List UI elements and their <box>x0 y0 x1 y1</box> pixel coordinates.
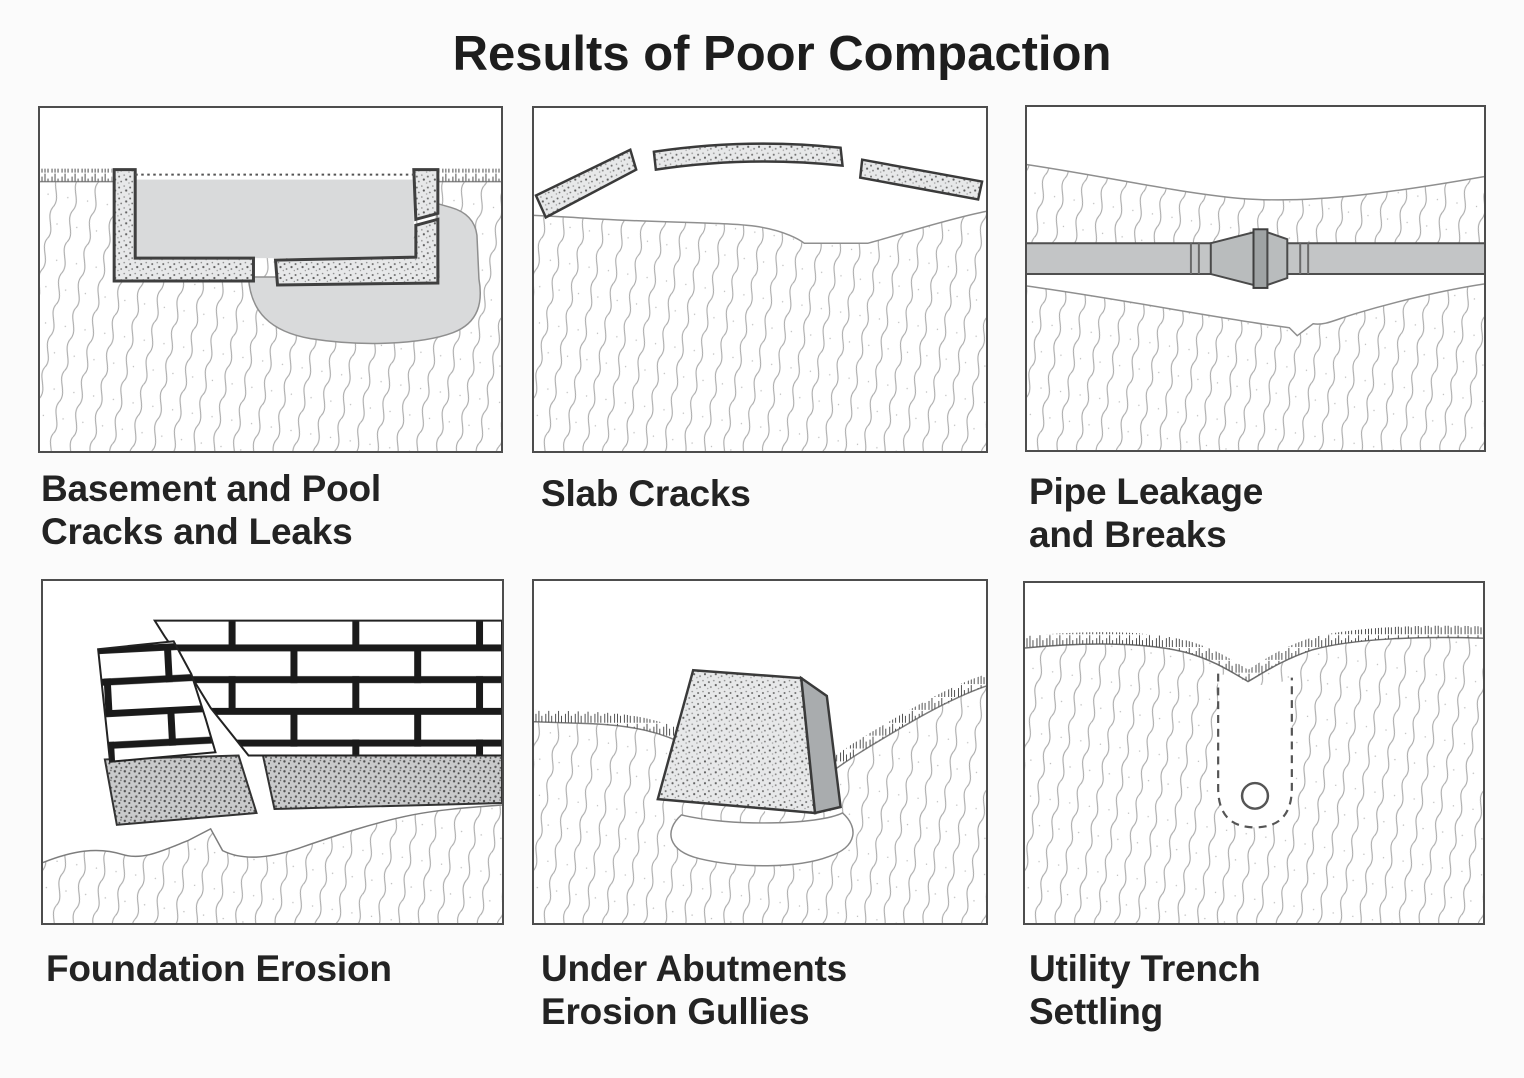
grass-left-bank <box>534 709 696 748</box>
slab-cracks-illustration <box>534 108 986 451</box>
grass-right <box>438 168 501 182</box>
eroded-soil <box>43 805 502 923</box>
panel-pipe-leakage <box>1025 105 1486 452</box>
brick-wall-cracked-chunk <box>97 640 217 763</box>
leaking-water-blob <box>247 202 482 345</box>
panel-basement-pool <box>38 106 503 453</box>
washout-void <box>1027 274 1484 336</box>
trench-dashed-outline <box>1217 673 1293 829</box>
basement-pool-illustration <box>40 108 501 451</box>
buried-pipe-circle <box>1240 781 1270 810</box>
caption-pipe-leakage: Pipe Leakage and Breaks <box>1029 471 1264 556</box>
under-abutments-illustration <box>534 581 986 923</box>
pool-shell-left <box>112 168 255 283</box>
abutment-side <box>799 675 842 815</box>
caption-under-abutments: Under Abutments Erosion Gullies <box>541 948 848 1033</box>
brick-wall <box>152 619 502 757</box>
slab-piece-left <box>534 148 638 220</box>
panel-foundation-erosion <box>41 579 504 925</box>
caption-slab-cracks: Slab Cracks <box>541 473 751 514</box>
footing-right <box>261 748 502 811</box>
pool-wall-broken-piece <box>412 168 440 222</box>
erosion-pool <box>670 812 854 867</box>
eroded-soil-line <box>43 804 502 864</box>
caption-foundation-erosion: Foundation Erosion <box>46 948 392 989</box>
coupling-taper <box>1266 230 1289 287</box>
settled-ground-line <box>534 210 986 244</box>
slab-piece-right <box>858 158 984 201</box>
page-title: Results of Poor Compaction <box>452 27 1112 81</box>
grass-right-bank <box>783 674 986 804</box>
pipe-rings <box>1189 243 1310 275</box>
panel-utility-trench <box>1023 581 1485 925</box>
void-bottom-line <box>1027 283 1484 337</box>
coupling-collar <box>1252 228 1269 289</box>
caption-utility-trench: Utility Trench Settling <box>1029 948 1261 1033</box>
pool-water <box>135 179 414 259</box>
utility-trench-illustration <box>1025 583 1483 923</box>
pipe-leakage-illustration <box>1027 107 1484 450</box>
foundation-erosion-illustration <box>43 581 502 923</box>
panel-slab-cracks <box>532 106 988 453</box>
slab-piece-middle <box>652 142 844 172</box>
trench-interior <box>1218 673 1292 828</box>
soil-texture <box>534 211 986 451</box>
footing-left <box>103 754 258 826</box>
panel-under-abutments <box>532 579 988 925</box>
grass-left <box>40 168 113 182</box>
grass-band <box>1025 625 1483 682</box>
caption-basement-pool: Basement and Pool Cracks and Leaks <box>41 468 381 553</box>
pool-shell-right-cracked <box>273 217 440 287</box>
surface-line <box>1027 163 1484 201</box>
